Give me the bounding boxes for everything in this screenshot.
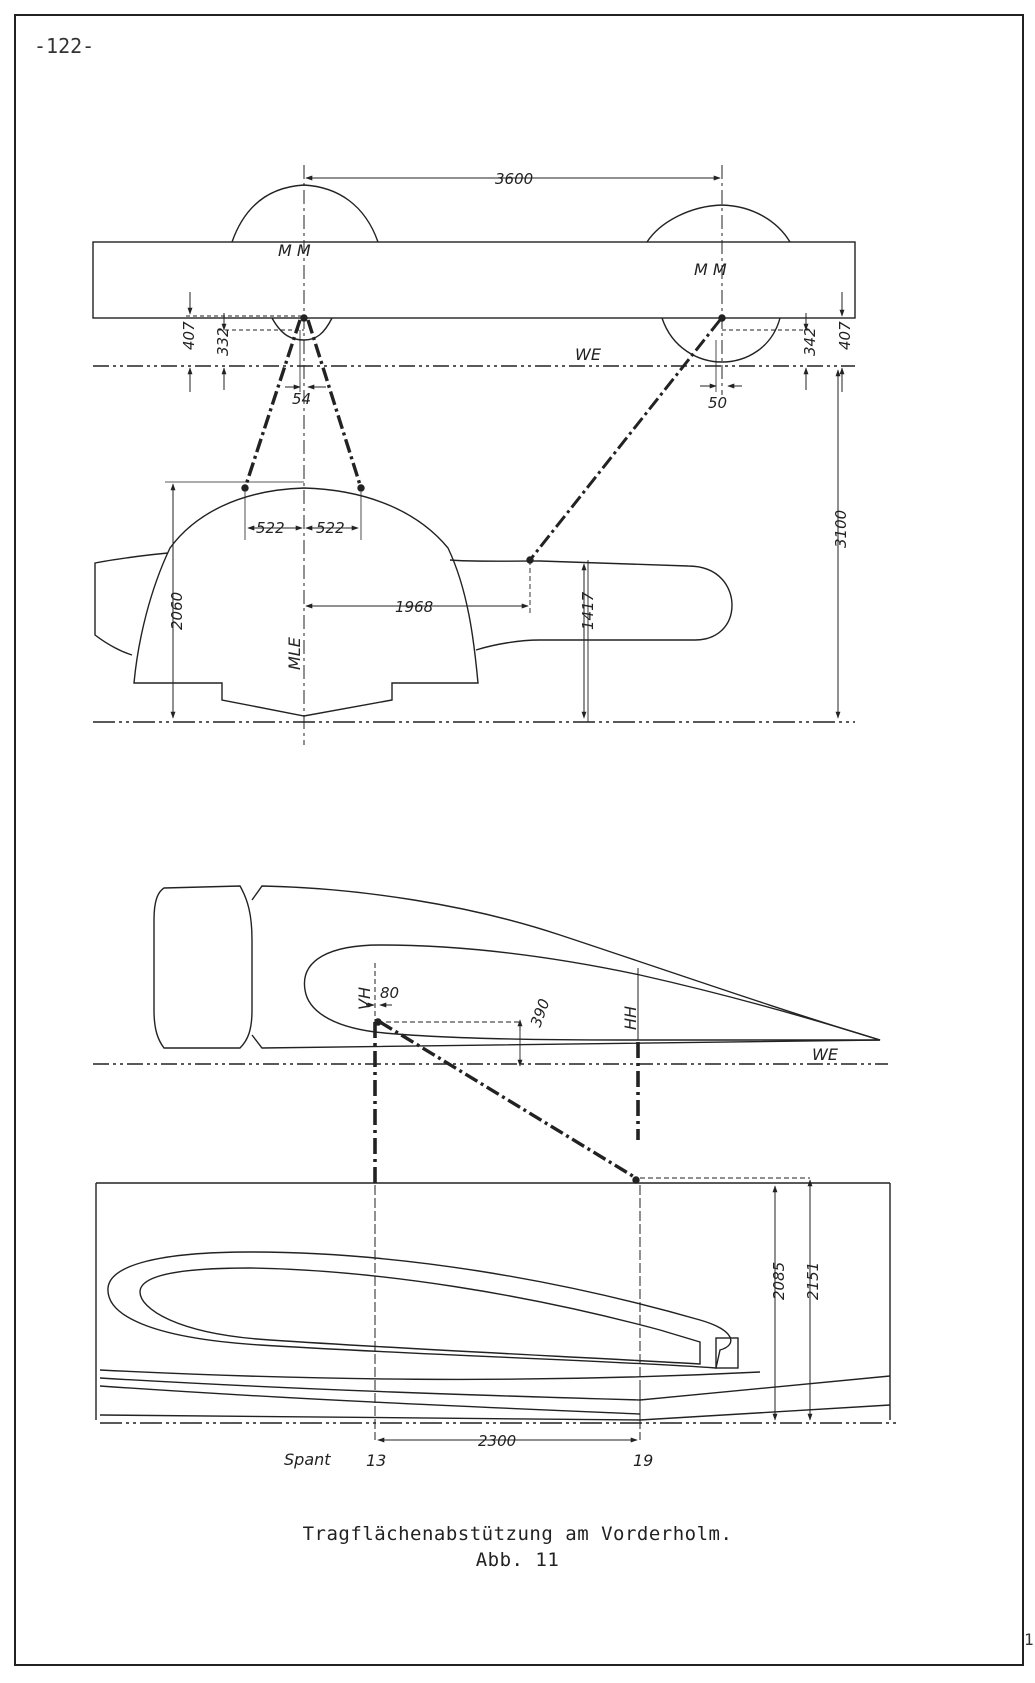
nacelle-cap bbox=[153, 885, 253, 1049]
nacelle-body bbox=[251, 885, 881, 1049]
label-mm-left: M M bbox=[278, 241, 311, 260]
dim-390: 390 bbox=[527, 996, 554, 1029]
wing-root-outer bbox=[107, 1251, 732, 1369]
wing-bar bbox=[92, 241, 856, 319]
wing-stub-right bbox=[449, 559, 733, 651]
wing-root-inner bbox=[139, 1267, 701, 1365]
right-nacelle-top bbox=[646, 204, 791, 243]
dim-1417: 1417 bbox=[579, 591, 597, 630]
dim-332-left: 332 bbox=[214, 327, 232, 356]
page-number: -122- bbox=[34, 34, 95, 58]
dim-2060: 2060 bbox=[168, 592, 186, 630]
label-vh: VH bbox=[355, 987, 374, 1010]
front-view bbox=[92, 165, 856, 745]
wing-stub-left bbox=[94, 552, 169, 656]
dim-3600: 3600 bbox=[495, 170, 533, 188]
edge-mark: 1 bbox=[1024, 1630, 1034, 1649]
dim-54: 54 bbox=[292, 390, 311, 408]
left-nacelle-bottom bbox=[271, 317, 333, 341]
page-border bbox=[14, 14, 1024, 1666]
strut-left-a bbox=[243, 319, 302, 489]
strut-left-b bbox=[306, 319, 363, 489]
figure-number: Abb. 11 bbox=[475, 1549, 560, 1571]
fuselage-section bbox=[133, 487, 479, 717]
label-spant-13: 13 bbox=[366, 1451, 386, 1470]
dim-342-right: 342 bbox=[801, 327, 819, 356]
strut-right bbox=[528, 319, 722, 561]
label-spant: Spant bbox=[284, 1450, 331, 1469]
dim-1968: 1968 bbox=[395, 598, 433, 616]
wing-profile-upper bbox=[303, 944, 881, 1041]
label-hh: HH bbox=[621, 1006, 640, 1030]
left-nacelle-top bbox=[231, 184, 379, 243]
dim-50: 50 bbox=[708, 394, 727, 412]
dim-2085: 2085 bbox=[770, 1262, 788, 1300]
dim-407-left: 407 bbox=[180, 321, 198, 350]
dim-2300: 2300 bbox=[478, 1432, 516, 1450]
label-we-front: WE bbox=[575, 345, 602, 364]
side-view bbox=[93, 885, 900, 1443]
dim-522-left: 522 bbox=[256, 519, 285, 537]
dim-522-right: 522 bbox=[316, 519, 345, 537]
right-nacelle-bottom bbox=[661, 317, 781, 363]
figure-caption: Tragflächenabstützung am Vorderholm. bbox=[302, 1523, 733, 1545]
label-spant-19: 19 bbox=[633, 1451, 653, 1470]
label-we-side: WE bbox=[812, 1045, 839, 1064]
dim-2151: 2151 bbox=[804, 1262, 822, 1300]
dim-80: 80 bbox=[380, 984, 399, 1002]
dim-407-right: 407 bbox=[836, 321, 854, 350]
label-mle: MLE bbox=[285, 636, 304, 670]
label-mm-right: M M bbox=[694, 260, 727, 279]
dim-3100: 3100 bbox=[832, 510, 850, 548]
